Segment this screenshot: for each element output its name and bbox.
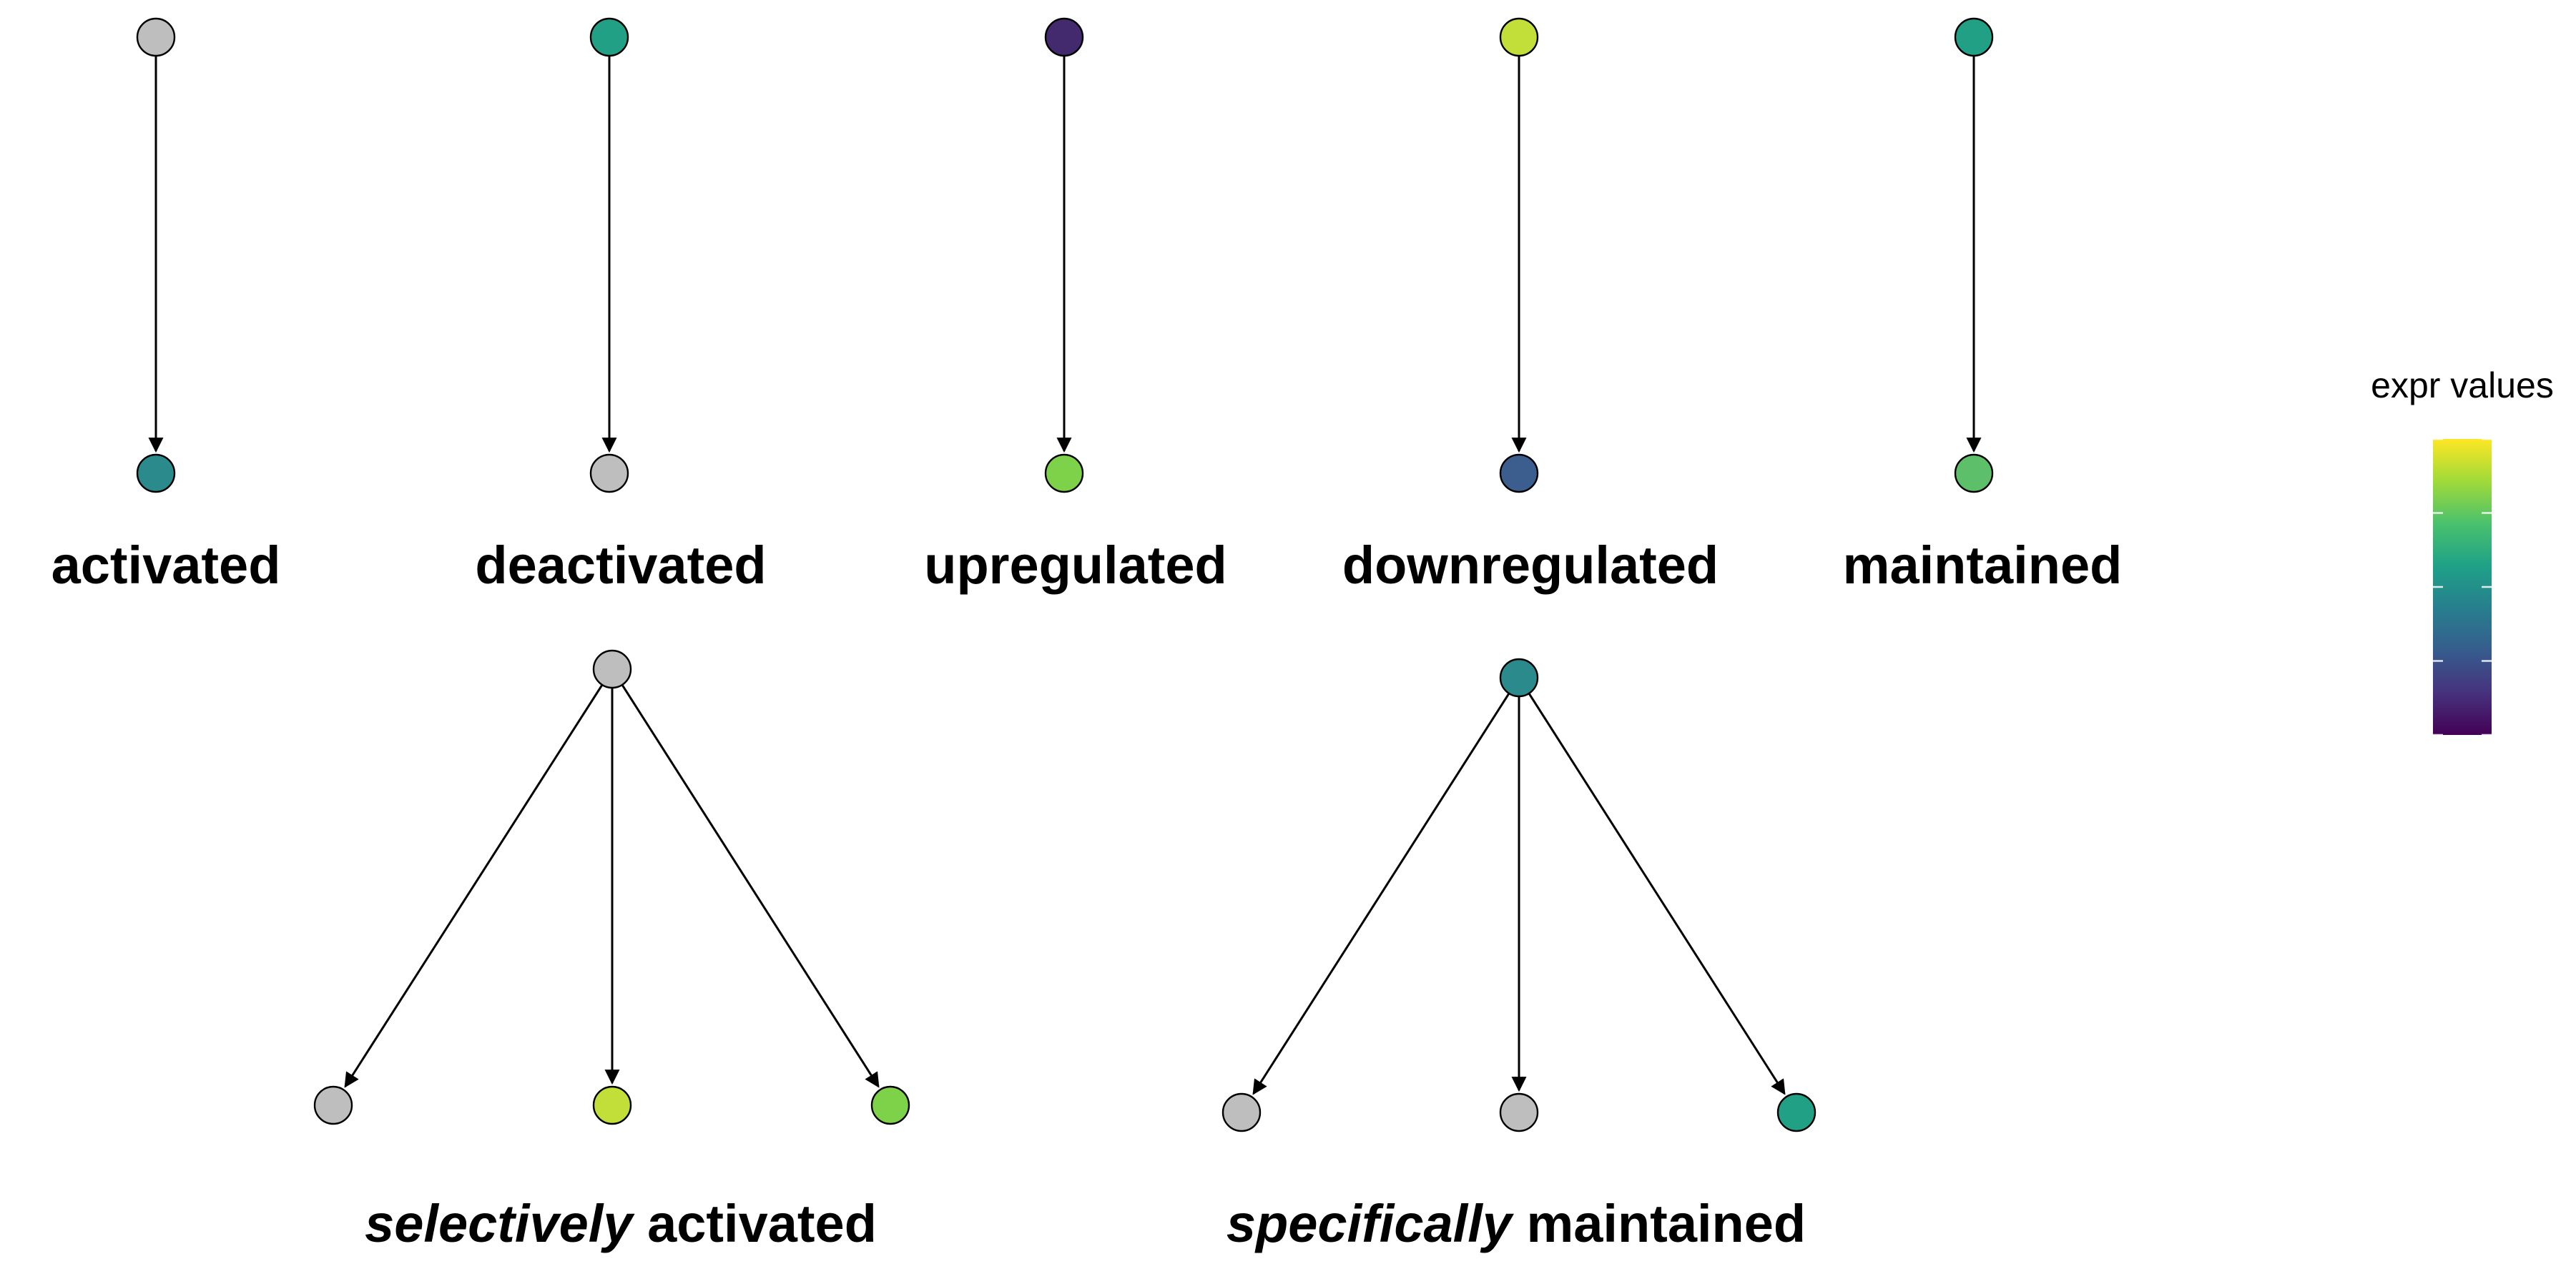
label-maintained: maintained	[1843, 535, 2123, 595]
deactivated-child-node-1	[589, 453, 629, 493]
legend: expr values	[2371, 365, 2554, 736]
nodes-layer	[136, 17, 1994, 1132]
label-specifically-maintained: specifically maintained	[1226, 1194, 1806, 1253]
deactivated-parent-node	[589, 17, 629, 57]
specifically-maintained-child-node-1	[1221, 1092, 1262, 1132]
downregulated-child-node-1	[1499, 453, 1539, 493]
maintained-child-node-1	[1954, 453, 1994, 493]
legend-title: expr values	[2371, 365, 2554, 405]
label-specifically-rest: maintained	[1512, 1194, 1806, 1253]
specifically-maintained-arrow-3	[1528, 693, 1786, 1095]
label-selectively-activated: selectively activated	[365, 1194, 877, 1253]
specifically-maintained-parent-node	[1499, 658, 1539, 698]
upregulated-child-node-1	[1044, 453, 1084, 493]
selectively-activated-parent-node	[592, 649, 632, 689]
upregulated-parent-node	[1044, 17, 1084, 57]
label-selectively-italic: selectively	[365, 1194, 635, 1253]
edges-layer	[148, 56, 1982, 1095]
label-activated: activated	[51, 535, 281, 595]
label-selectively-rest: activated	[633, 1194, 877, 1253]
activated-child-node-1	[136, 453, 176, 493]
label-deactivated: deactivated	[475, 535, 766, 595]
legend-ticks	[2433, 438, 2492, 736]
activated-parent-node	[136, 17, 176, 57]
label-specifically-italic: specifically	[1226, 1194, 1515, 1253]
selectively-activated-child-node-2	[592, 1085, 632, 1125]
specifically-maintained-arrow-1	[1252, 693, 1510, 1095]
downregulated-parent-node	[1499, 17, 1539, 57]
maintained-parent-node	[1954, 17, 1994, 57]
label-downregulated: downregulated	[1342, 535, 1719, 595]
selectively-activated-child-node-1	[313, 1085, 353, 1125]
specifically-maintained-child-node-3	[1776, 1092, 1817, 1132]
selectively-activated-arrow-3	[621, 684, 880, 1088]
specifically-maintained-child-node-2	[1499, 1092, 1539, 1132]
selectively-activated-arrow-1	[344, 684, 604, 1088]
selectively-activated-child-node-3	[870, 1085, 910, 1125]
label-upregulated: upregulated	[924, 535, 1226, 595]
